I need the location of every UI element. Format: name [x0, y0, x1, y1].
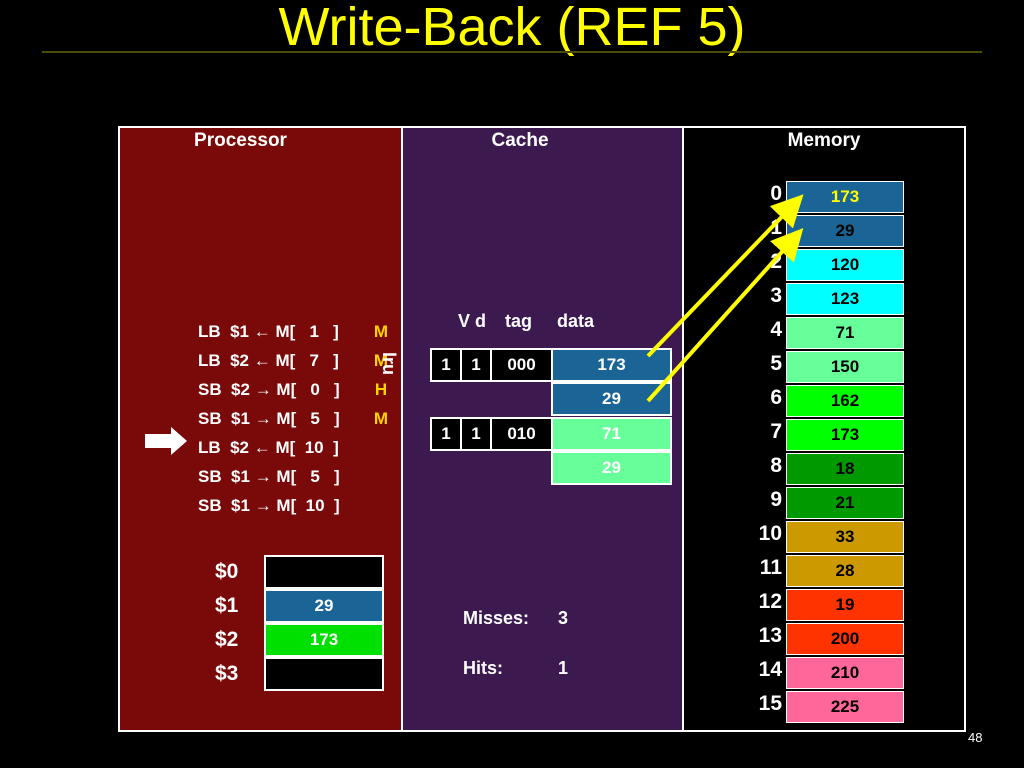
arrow-line-to-mem-0 [646, 194, 804, 358]
cache-header-vd: V d [458, 311, 487, 331]
memory-cell: 120 [786, 249, 904, 281]
cache-tag: 000 [490, 348, 553, 382]
memory-cell: 150 [786, 351, 904, 383]
register-value [264, 555, 384, 589]
memory-address: 5 [770, 352, 782, 375]
hits-count: 1 [558, 658, 569, 678]
instruction-flag: M [373, 351, 389, 370]
cache-tag: 010 [490, 417, 553, 451]
memory-address: 3 [770, 284, 782, 307]
instruction-row: LB $2 ← M[ 10 ] [198, 438, 339, 457]
instruction-flag: H [374, 380, 388, 399]
register-label: $1 [215, 594, 239, 617]
cache-data-word: 29 [551, 382, 672, 416]
memory-address: 9 [770, 488, 782, 511]
instruction-flag: M [373, 409, 389, 428]
memory-address: 8 [770, 454, 782, 477]
memory-cell: 123 [786, 283, 904, 315]
memory-cell: 18 [786, 453, 904, 485]
memory-cell: 173 [786, 419, 904, 451]
memory-address: 13 [758, 624, 782, 647]
memory-cell: 210 [786, 657, 904, 689]
misses-count: 3 [558, 608, 569, 628]
instruction-row: LB $1 ← M[ 1 ] [198, 322, 339, 341]
instruction-flag: M [373, 322, 389, 341]
register-label: $2 [215, 628, 239, 651]
memory-title: Memory [787, 130, 861, 151]
cache-title: Cache [491, 130, 549, 151]
cache-header-tag: tag [505, 311, 532, 331]
processor-title: Processor [194, 130, 287, 151]
memory-cell: 225 [786, 691, 904, 723]
cache-dirty-bit: 1 [460, 348, 492, 382]
instruction-row: SB $1 → M[ 5 ] [198, 467, 340, 486]
memory-cell: 33 [786, 521, 904, 553]
memory-address: 6 [770, 386, 782, 409]
register-label: $3 [215, 662, 239, 685]
memory-address: 10 [758, 522, 782, 545]
cache-header-data: data [557, 311, 595, 331]
cache-data-word: 71 [551, 417, 672, 451]
memory-address: 14 [758, 658, 782, 681]
arrow-line-to-mem-1 [646, 228, 804, 403]
memory-cell: 71 [786, 317, 904, 349]
register-label: $0 [215, 560, 239, 583]
memory-address: 12 [758, 590, 782, 613]
memory-address: 0 [770, 182, 782, 205]
cache-data-word: 29 [551, 451, 672, 485]
memory-address: 7 [770, 420, 782, 443]
cache-data-word: 173 [551, 348, 672, 382]
current-instruction-arrow-icon [145, 427, 187, 455]
memory-address: 4 [770, 318, 782, 341]
memory-cell: 173 [786, 181, 904, 213]
instruction-row: LB $2 ← M[ 7 ] [198, 351, 339, 370]
page-number: 48 [968, 730, 983, 745]
register-value [264, 657, 384, 691]
memory-cell: 162 [786, 385, 904, 417]
register-value: 29 [264, 589, 384, 623]
memory-cell: 29 [786, 215, 904, 247]
instruction-row: SB $1 → M[ 10 ] [198, 496, 340, 515]
slide-title: Write-Back (REF 5) [278, 0, 746, 57]
title-divider [42, 51, 982, 53]
memory-cell: 19 [786, 589, 904, 621]
instruction-row: SB $2 → M[ 0 ] [198, 380, 340, 399]
memory-address: 11 [759, 556, 782, 579]
misses-label: Misses: [463, 608, 530, 628]
memory-cell: 21 [786, 487, 904, 519]
register-value: 173 [264, 623, 384, 657]
instruction-row: SB $1 → M[ 5 ] [198, 409, 340, 428]
hits-label: Hits: [463, 658, 503, 678]
memory-cell: 200 [786, 623, 904, 655]
memory-cell: 28 [786, 555, 904, 587]
memory-address: 15 [758, 692, 782, 715]
